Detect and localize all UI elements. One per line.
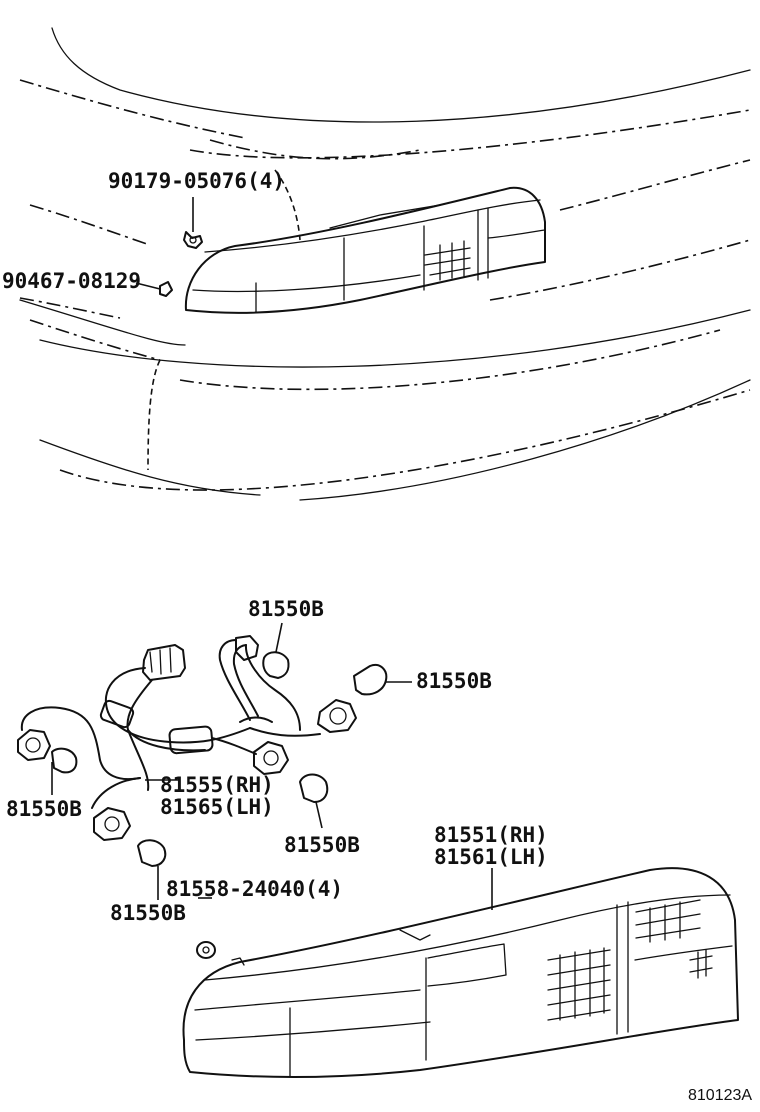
socket-wire-harness: [17, 635, 357, 841]
label-clip-left: 90467-08129: [2, 269, 141, 293]
vehicle-body-outline: [19, 27, 751, 501]
label-socket-wire-lh: 81565(LH): [160, 795, 274, 819]
bulb-right: [353, 664, 412, 696]
label-bulb-top: 81550B: [248, 597, 324, 621]
bulb-bottom: [137, 839, 167, 900]
tail-lamp-assy: [182, 867, 739, 1078]
label-lamp-rh: 81551(RH): [434, 823, 548, 847]
bulb-top: [262, 622, 290, 679]
label-bulb-right: 81550B: [416, 669, 492, 693]
label-socket-wire-rh: 81555(RH): [160, 773, 274, 797]
clip-left: [135, 281, 173, 297]
label-lamp-lh: 81561(LH): [434, 845, 548, 869]
installed-tail-lamp: [184, 186, 546, 314]
label-bulb-bottom: 81550B: [110, 901, 186, 925]
label-bulb-left: 81550B: [6, 797, 82, 821]
bulb-mid: [299, 773, 329, 829]
bulb-left: [51, 747, 78, 795]
screw-top: [183, 197, 203, 249]
label-gasket: 81558-24040(4): [166, 877, 343, 901]
gasket: [196, 897, 245, 966]
label-bulb-mid: 81550B: [284, 833, 360, 857]
label-screw-top: 90179-05076(4): [108, 169, 285, 193]
illustration-code: 810123A: [688, 1087, 752, 1104]
